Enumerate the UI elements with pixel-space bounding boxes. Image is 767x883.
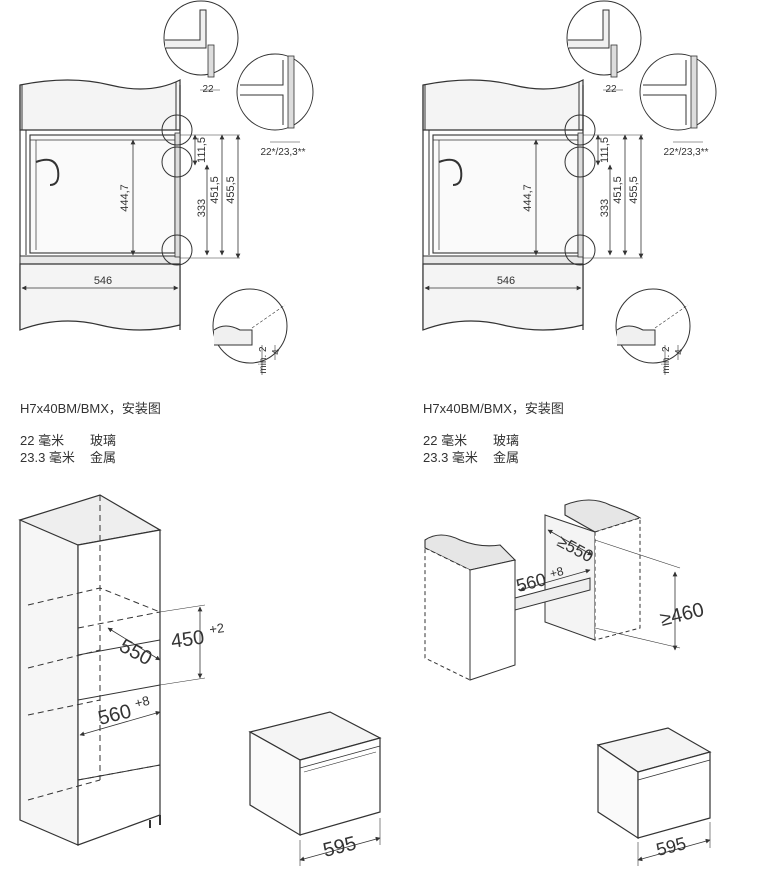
dim-333: 333 [599, 199, 611, 217]
tall-height-label: 450 [170, 627, 206, 653]
tall-cabinet-drawing [18, 494, 206, 846]
appliance-drawing-right [596, 727, 712, 866]
material-thickness: 23.3 毫米 [423, 450, 478, 465]
material-name: 玻璃 [493, 433, 520, 448]
tall-height-tolerance: +2 [208, 620, 225, 637]
dim-22-23-3: 22*/23,3** [663, 147, 708, 158]
section-drawing-right: 444,7 111,5 333 451,5 455,5 546 22 22*/2… [423, 1, 716, 375]
appliance-width-right: 595 [654, 833, 688, 860]
section-drawing-left: 444,7 111,5 333 451,5 455,5 546 22 22*/2… [20, 1, 313, 375]
dim-111-5: 111,5 [196, 137, 208, 163]
material-thickness: 22 毫米 [423, 433, 468, 448]
material-row: 22 毫米 玻璃 [423, 432, 564, 449]
caption-title: H7x40BM/BMX，安装图 [20, 401, 161, 416]
material-name: 金属 [90, 450, 117, 465]
dim-451-5: 451,5 [612, 176, 624, 204]
material-name: 玻璃 [90, 433, 117, 448]
caption-title: H7x40BM/BMX，安装图 [423, 401, 564, 416]
dim-22: 22 [202, 84, 214, 95]
base-height-label: ≥460 [658, 599, 706, 631]
base-cabinet-drawing [424, 499, 681, 681]
appliance-width-left: 595 [321, 832, 359, 861]
material-thickness: 22 毫米 [20, 433, 65, 448]
dim-444-7: 444,7 [119, 184, 131, 212]
material-row: 22 毫米 玻璃 [20, 432, 161, 449]
caption-left: H7x40BM/BMX，安装图 22 毫米 玻璃 23.3 毫米金属 [20, 400, 161, 466]
dim-22-23-3: 22*/23,3** [260, 147, 305, 158]
dim-546: 546 [94, 275, 112, 287]
dim-min-2: min. 2 [258, 346, 269, 374]
dim-546: 546 [497, 275, 515, 287]
dim-333: 333 [196, 199, 208, 217]
caption-right: H7x40BM/BMX，安装图 22 毫米 玻璃 23.3 毫米金属 [423, 400, 564, 466]
appliance-drawing-left [248, 711, 382, 866]
material-name: 金属 [493, 450, 520, 465]
base-width-tolerance: +8 [548, 564, 565, 581]
material-thickness: 23.3 毫米 [20, 450, 75, 465]
material-row: 23.3 毫米金属 [20, 449, 161, 466]
material-row: 23.3 毫米金属 [423, 449, 564, 466]
dim-22: 22 [605, 84, 617, 95]
dim-4: 4 [271, 349, 282, 355]
dim-451-5: 451,5 [209, 176, 221, 204]
dim-111-5: 111,5 [599, 137, 611, 163]
tall-width-tolerance: +8 [133, 693, 151, 711]
dim-min-2: min. 2 [661, 346, 672, 374]
dim-4: 4 [674, 349, 685, 355]
dim-444-7: 444,7 [522, 184, 534, 212]
dim-455-5: 455,5 [628, 176, 640, 204]
dim-455-5: 455,5 [225, 176, 237, 204]
